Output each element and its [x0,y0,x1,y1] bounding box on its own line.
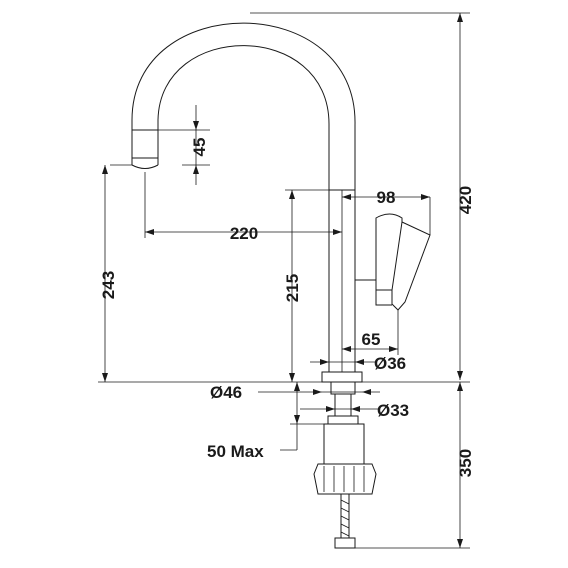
dimension-lines [98,12,470,549]
arrow-icon [313,389,322,395]
handle-base [355,279,392,306]
label-spout-reach: 220 [230,224,258,243]
mount-nut-upper [323,423,365,465]
arrow-icon [294,382,300,391]
arrow-icon [351,406,360,412]
faucet-outline [110,22,431,549]
arrow-icon [326,406,335,412]
label-body-height: 215 [283,274,302,302]
spout-outer-line [131,22,356,190]
nut-ribs [323,466,365,492]
arrow-icon [289,190,295,199]
arrow-icon [457,13,463,22]
arrow-icon [320,359,329,365]
label-spout-height: 243 [99,271,118,299]
arrow-icon [289,373,295,382]
label-under-length: 350 [456,449,475,477]
washer-top [327,415,359,425]
arrow-icon [355,359,364,365]
arrow-icon [457,382,463,391]
arrow-icon [342,194,351,200]
label-total-height: 420 [456,186,475,214]
threaded-shank [334,393,352,417]
label-max-thickness: 50 Max [207,442,264,461]
arrow-icon [145,229,154,235]
dimension-labels: 420 45 220 98 243 215 65 Ø36 Ø46 Ø33 50 … [99,138,475,478]
arrow-icon [421,194,430,200]
arrow-icon [102,373,108,382]
label-spout-drop: 45 [190,138,209,157]
label-handle-offset: 65 [362,330,381,349]
arrow-icon [333,229,342,235]
arrow-icon [102,165,108,174]
arrow-icon [389,346,398,352]
arrow-icon [362,389,371,395]
arrow-icon [342,346,351,352]
arrow-icon [193,121,199,130]
spout-inner-line [157,45,330,190]
hose-braiding [340,499,350,537]
label-hole-diameter: Ø33 [377,401,409,420]
arrow-icon [457,539,463,548]
mount-nut-wings [313,463,377,495]
label-body-diameter: Ø36 [374,354,406,373]
arrow-icon [193,165,199,174]
label-handle-depth: 98 [377,188,396,207]
hose-fitting [334,537,356,549]
arrow-icon [294,415,300,424]
label-base-diameter: Ø46 [210,383,242,402]
spout-tip [131,129,159,169]
arrow-icon [457,371,463,380]
base-flange [321,371,363,383]
